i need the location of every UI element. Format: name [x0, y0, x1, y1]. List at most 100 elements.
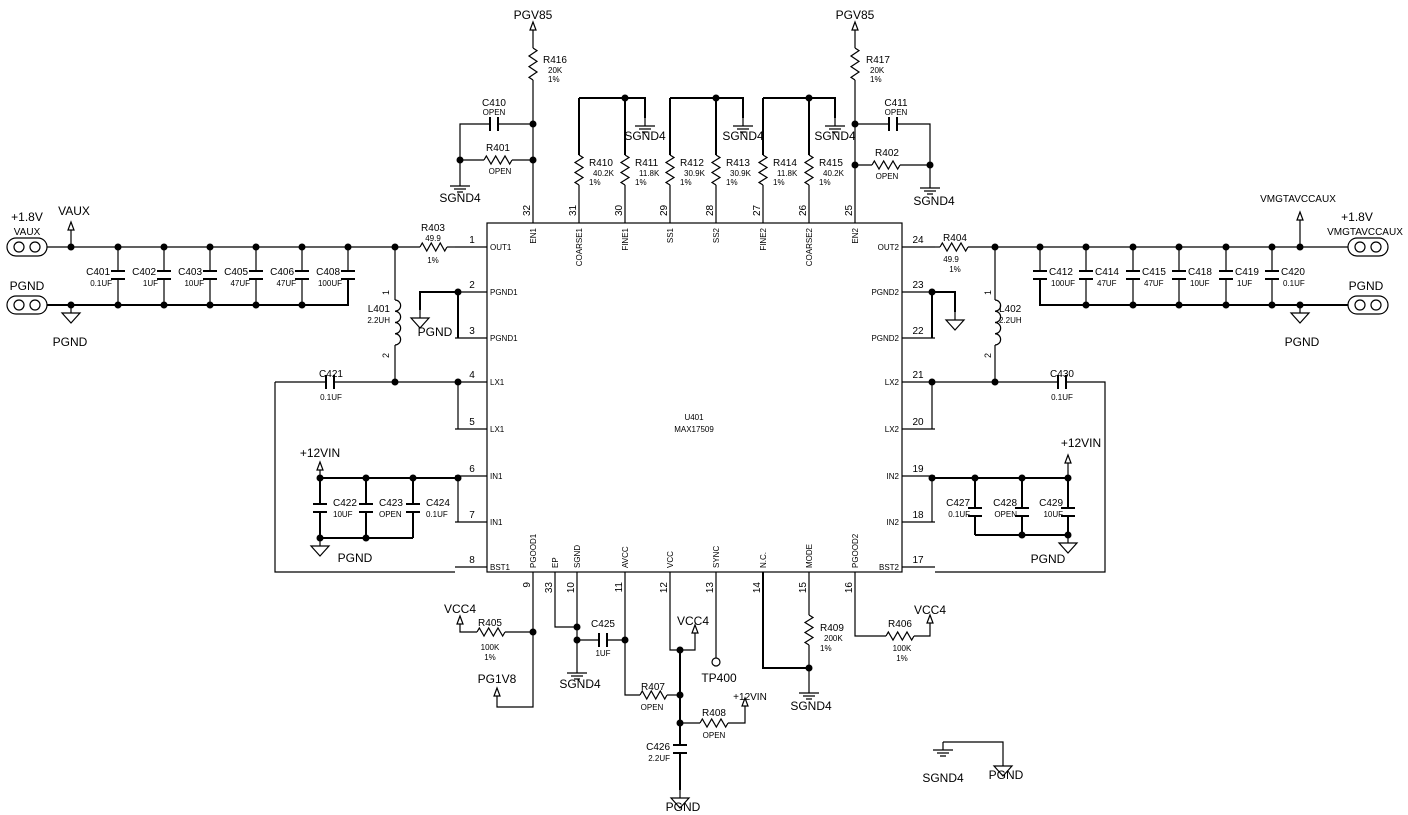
junction-dot: [160, 301, 168, 309]
pin-name: PGND1: [490, 288, 518, 297]
resistor-symbol: [757, 154, 769, 186]
capacitor-symbol: [1015, 507, 1029, 517]
signal-ground-icon: [450, 178, 470, 193]
junction-dot: [926, 161, 934, 169]
capacitor-symbol: [111, 270, 125, 280]
wire: [935, 381, 1106, 573]
component-ref: C418: [1188, 267, 1212, 278]
pin-name: IN2: [887, 518, 900, 527]
component-ref: R404: [943, 233, 967, 244]
junction-dot: [805, 94, 813, 102]
resistor-symbol: [483, 154, 513, 166]
net-label: +1.8V: [11, 210, 43, 224]
component-value: OPEN: [876, 172, 899, 181]
pin-name: SS2: [712, 227, 721, 243]
component-tolerance: 1%: [484, 653, 496, 662]
capacitor-symbol: [1172, 270, 1186, 280]
wire: [670, 97, 744, 118]
component-ref: R413: [726, 158, 750, 169]
pin-name: SGND: [573, 545, 582, 568]
junction-dot: [1082, 301, 1090, 309]
component-value: 0.1UF: [1051, 393, 1073, 402]
component-ref: R408: [702, 708, 726, 719]
pin-name: IN2: [887, 472, 900, 481]
component-value: OPEN: [994, 510, 1017, 519]
net-label: VCC4: [444, 602, 476, 616]
junction-dot: [805, 664, 813, 672]
component-ref: C427: [946, 498, 970, 509]
resistor-symbol: [939, 241, 969, 253]
signal-ground-icon: [567, 665, 587, 680]
ic-part-number: MAX17509: [674, 425, 714, 434]
component-value: 1UF: [143, 279, 158, 288]
connector-pin-icon: [29, 299, 41, 311]
wire: [669, 572, 680, 651]
component-ref: R415: [819, 158, 843, 169]
pin-name: MODE: [805, 544, 814, 568]
pin-name: PGOOD2: [851, 533, 860, 568]
net-label: +12VIN: [300, 446, 340, 460]
test-point-icon: [711, 657, 721, 667]
pin-name: LX2: [885, 425, 900, 434]
pin-name: OUT2: [878, 243, 900, 252]
power-port-arrow-icon: [529, 20, 537, 48]
net-label: PGND: [418, 325, 453, 339]
pin-name: FINE1: [621, 227, 630, 250]
signal-ground-icon: [933, 742, 953, 757]
component-value: 47UF: [1097, 279, 1117, 288]
component-value: OPEN: [379, 510, 402, 519]
capacitor-symbol: [313, 503, 327, 513]
signal-ground-icon: [920, 180, 940, 195]
resistor-symbol: [803, 614, 815, 646]
component-ref: R403: [421, 223, 445, 234]
pin-number: 15: [798, 582, 809, 594]
power-ground-icon: [669, 790, 691, 809]
component-ref: C423: [379, 498, 403, 509]
component-ref: R412: [680, 158, 704, 169]
component-ref: C419: [1235, 267, 1259, 278]
ic-u401-body: [486, 222, 903, 573]
pin-number: 1: [381, 290, 391, 295]
junction-dot: [1296, 243, 1304, 251]
junction-dot: [114, 301, 122, 309]
component-ref: C425: [591, 619, 615, 630]
pin-name: EN2: [851, 227, 860, 243]
test-connector: [1347, 237, 1389, 257]
connector-pin-icon: [29, 241, 41, 253]
wire: [854, 572, 886, 637]
pin-number: 18: [912, 510, 924, 521]
component-ref: C420: [1281, 267, 1305, 278]
pin-name: PGND1: [490, 334, 518, 343]
capacitor-symbol: [157, 270, 171, 280]
pin-name: SYNC: [712, 546, 721, 568]
component-tolerance: 1%: [949, 265, 961, 274]
power-port-arrow-icon: [316, 460, 324, 478]
component-value: 40.2K: [823, 169, 845, 178]
component-ref: C408: [316, 267, 340, 278]
resistor-symbol: [619, 154, 631, 186]
component-value: 47UF: [276, 279, 296, 288]
pin-name: SS1: [666, 227, 675, 243]
test-connector: [6, 237, 48, 257]
pin-number: 31: [568, 204, 579, 216]
net-label: PGND: [1031, 552, 1066, 566]
connector-pin-icon: [1370, 299, 1382, 311]
connector-pin-icon: [13, 299, 25, 311]
pin-name: PGOOD1: [529, 533, 538, 568]
pin-number: 26: [798, 204, 809, 216]
component-ref: R407: [641, 682, 665, 693]
power-port-arrow-icon: [926, 613, 934, 624]
junction-dot: [1175, 301, 1183, 309]
capacitor-symbol: [888, 117, 898, 131]
pin-number: 1: [983, 290, 993, 295]
component-ref: L402: [999, 304, 1022, 315]
capacitor-symbol: [359, 503, 373, 513]
component-value: 11.8K: [639, 169, 660, 178]
component-value: OPEN: [703, 731, 726, 740]
junction-dot: [298, 301, 306, 309]
component-ref: R417: [866, 55, 890, 66]
component-ref: C405: [224, 267, 248, 278]
power-port-arrow-icon: [851, 20, 859, 48]
pin-number: 12: [659, 582, 670, 594]
component-value: 49.9: [425, 234, 441, 243]
